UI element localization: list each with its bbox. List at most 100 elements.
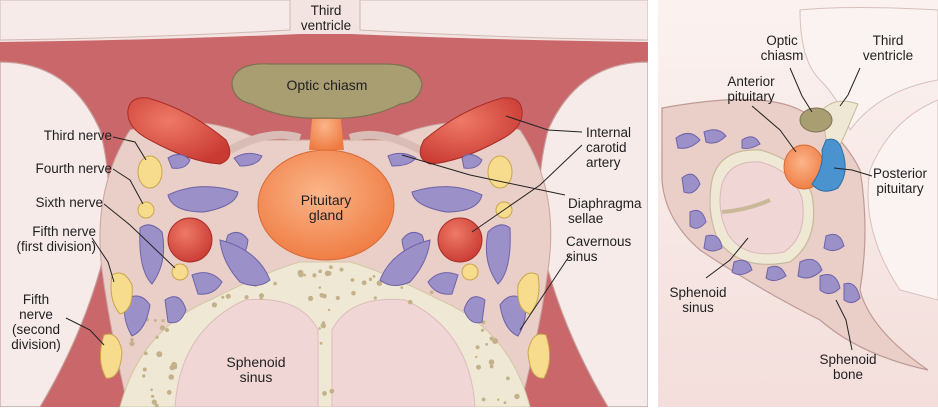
bone-pore: [514, 393, 520, 400]
bone-pore: [488, 359, 495, 366]
bone-pore: [211, 302, 217, 308]
leader-sphenoid-bone: [835, 299, 853, 351]
bone-pores: [129, 265, 520, 408]
vein: [167, 154, 191, 169]
vein: [461, 154, 483, 169]
label-optic-chiasm: Optic chiasm: [286, 77, 368, 93]
panel-divider: [648, 0, 658, 407]
label-internal-carotid: Internal carotid artery: [586, 125, 632, 170]
label-sphenoid-sinus-sagittal: Sphenoid sinus: [669, 285, 727, 315]
vein: [233, 152, 263, 167]
bone-pore: [372, 275, 376, 278]
label-diaphragma-sellae: Diaphragma sellae: [568, 196, 642, 226]
carotid-upper-right: [419, 97, 523, 165]
sphenoid-sinus-right: [331, 298, 476, 408]
vein: [797, 258, 823, 279]
vein: [823, 233, 845, 252]
vein: [765, 265, 787, 282]
bone-pore: [151, 394, 155, 398]
bone-pore: [168, 374, 175, 380]
label-anterior-pituitary: Anterior pituitary: [727, 74, 775, 104]
label-fifth-nerve-second: Fifth nerve (second division): [11, 292, 61, 352]
third-nerve-left: [137, 155, 163, 189]
bone-pore: [171, 361, 178, 368]
vein: [191, 272, 223, 295]
sphenoid-sinus-left: [174, 298, 319, 408]
label-optic-chiasm-sagittal: Optic chiasm: [760, 33, 804, 63]
fourth-nerve-left: [137, 201, 155, 219]
label-third-nerve: Third nerve: [43, 128, 112, 143]
vein: [681, 173, 701, 194]
bone-pore: [142, 367, 147, 372]
bone-pore: [361, 280, 367, 286]
vein: [411, 186, 483, 213]
leader-third-nerve: [112, 136, 147, 161]
bone-pore: [154, 319, 157, 322]
label-pituitary-gland: Pituitary gland: [300, 192, 352, 223]
sagittal-section: [658, 0, 938, 407]
bone-pore: [221, 295, 225, 299]
bone-pore: [475, 345, 480, 350]
bone-pore: [156, 351, 163, 358]
bone-pore: [298, 271, 304, 278]
leader-lines-left: [65, 115, 583, 346]
bone-pore: [151, 399, 157, 405]
bone-pore: [319, 293, 325, 298]
carotid-upper-left: [127, 97, 231, 165]
sinus-septum: [721, 198, 771, 214]
bone-pore: [155, 335, 159, 339]
vein: [219, 239, 271, 286]
bone-pore: [480, 328, 485, 332]
leader-cavernous: [519, 254, 571, 331]
brain-upper-right: [799, 7, 938, 132]
bone-pore: [143, 351, 148, 356]
bone-pore: [130, 338, 134, 342]
leader-sixth-nerve: [103, 203, 176, 269]
label-sphenoid-sinus: Sphenoid sinus: [226, 354, 286, 385]
bone-pore: [142, 374, 146, 378]
bone-pore: [429, 290, 434, 295]
bone-pore: [475, 355, 478, 359]
sagittal-veins: [675, 129, 861, 304]
optic-chiasm: [231, 63, 423, 119]
bone-pore: [303, 273, 307, 277]
bone-pore: [329, 388, 335, 394]
bone-pore: [335, 295, 340, 301]
leader-sphenoid-sinus: [705, 237, 749, 279]
vein: [731, 259, 753, 276]
bone-pore: [129, 341, 135, 347]
bone-pore: [150, 388, 153, 392]
bone-pore: [373, 296, 377, 300]
bone-pore: [485, 343, 488, 346]
bone-pore: [326, 271, 332, 276]
bone-pore: [503, 401, 507, 404]
label-third-ventricle-sagittal: Third ventricle: [862, 33, 914, 63]
vein: [499, 295, 527, 337]
posterior-pituitary: [811, 138, 846, 192]
bone-pore: [159, 325, 165, 331]
bone-pore: [506, 376, 510, 381]
bone-pore: [308, 295, 314, 301]
bone-pore: [407, 299, 413, 305]
bone-pore: [318, 327, 321, 330]
sixth-nerve-right: [461, 263, 479, 281]
label-third-ventricle: Third ventricle: [300, 3, 352, 33]
bone-pore: [318, 286, 322, 289]
cranial-nerves: [100, 155, 550, 379]
bone-pore: [481, 397, 486, 402]
vein: [463, 296, 486, 324]
sagittal-sinus-inner: [719, 161, 804, 255]
vein: [741, 136, 761, 149]
bone-pore: [351, 290, 356, 296]
bone-pore: [368, 277, 373, 281]
carotid-lower-left: [167, 217, 213, 263]
vein: [167, 186, 239, 213]
vein: [689, 209, 707, 229]
vein: [379, 239, 431, 286]
vein: [703, 129, 727, 144]
bone-pore: [400, 286, 404, 289]
bone-pore: [492, 338, 499, 344]
coronal-section: [0, 0, 649, 408]
